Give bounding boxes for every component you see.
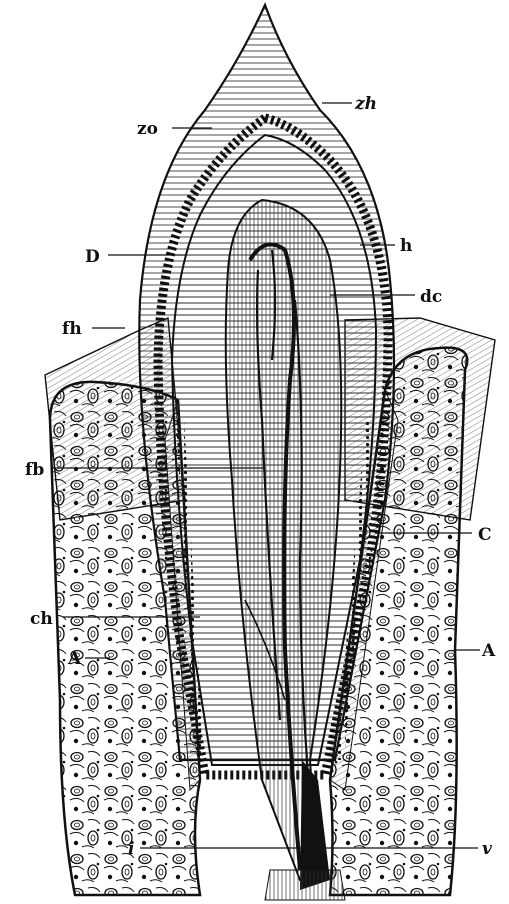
label-h: h: [400, 236, 412, 256]
label-i: i: [128, 839, 134, 859]
label-dc: dc: [420, 287, 442, 307]
label-zo: zo: [137, 119, 158, 139]
label-D: D: [85, 247, 100, 267]
label-v: v: [482, 839, 493, 859]
label-C: C: [478, 525, 492, 545]
label-zh: zh: [354, 94, 377, 114]
label-A-right: A: [481, 641, 496, 661]
label-ch: ch: [30, 609, 53, 629]
label-A-left: A: [67, 649, 82, 669]
label-fh: fh: [62, 319, 82, 339]
label-fb: fb: [25, 460, 44, 480]
